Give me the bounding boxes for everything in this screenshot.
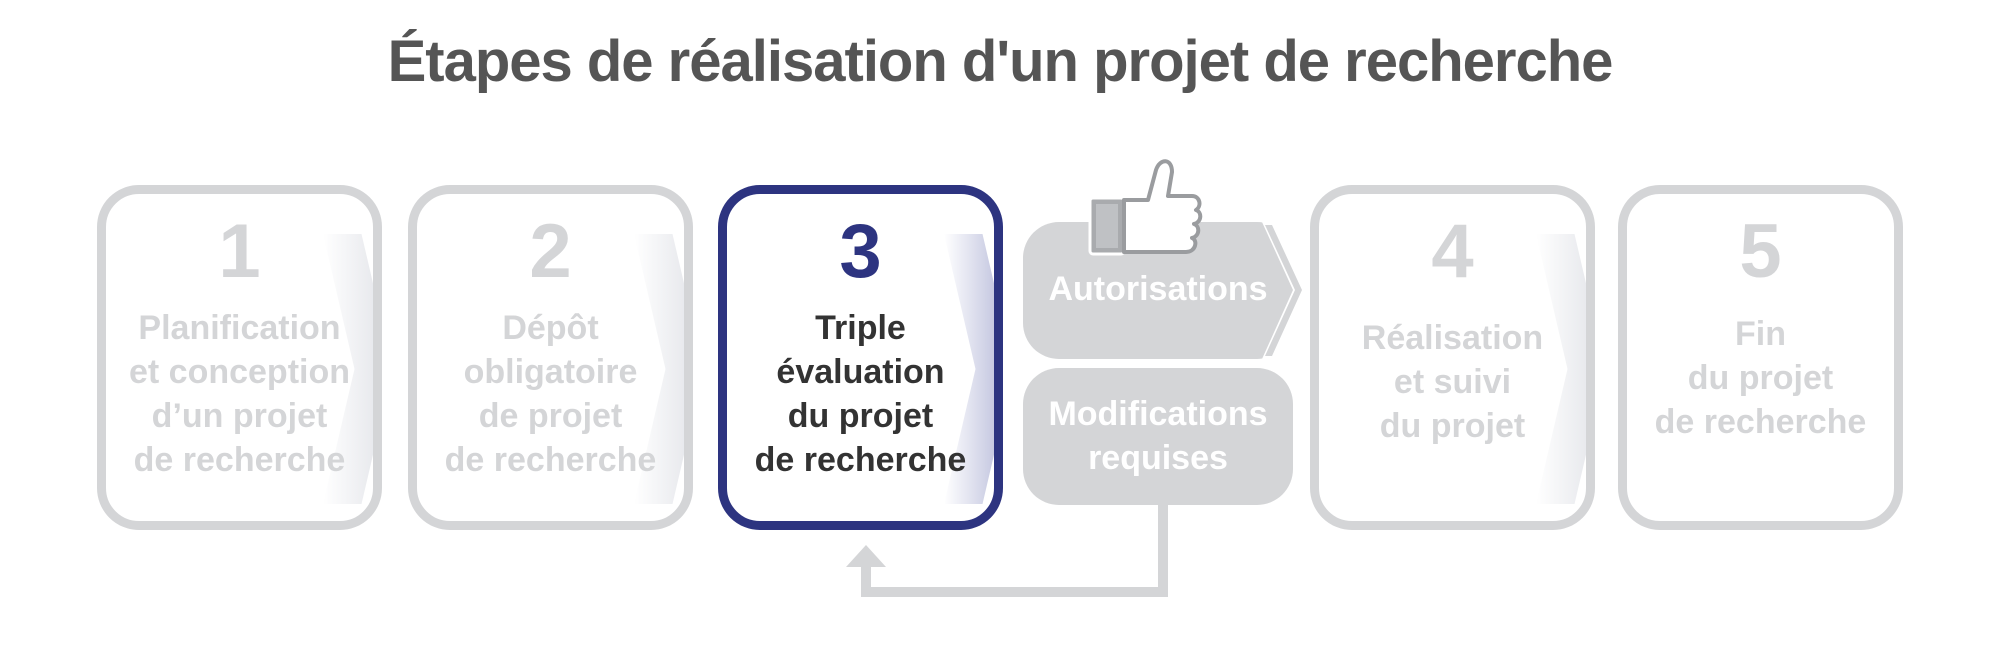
step-label-line: et conception (128, 353, 351, 391)
step-label-line: du projet (1379, 407, 1526, 445)
step-number: 1 (218, 209, 261, 294)
step-card-4: 4 Réalisation et suivi du projet (1310, 185, 1595, 530)
modifications-box: Modifications requises (1023, 368, 1293, 505)
modifications-label-line: requises (1088, 439, 1228, 477)
step-label-line: de recherche (1654, 403, 1867, 441)
step-label-line: obligatoire (463, 353, 638, 391)
step-label: Fin du projet de recherche (1627, 312, 1894, 444)
step-label-line: de recherche (133, 441, 346, 479)
thumbs-up-icon (1088, 159, 1203, 256)
step-label-line: de recherche (444, 441, 657, 479)
step-label-line: de recherche (754, 441, 967, 479)
step-label: Réalisation et suivi du projet (1319, 316, 1586, 448)
step-label-line: du projet (1687, 359, 1834, 397)
feedback-loop-line (861, 505, 1168, 597)
step-label-line: Fin (1735, 315, 1786, 353)
step-label-line: d’un projet (151, 397, 328, 435)
step-label-line: Triple (815, 309, 906, 347)
step-label-line: du projet (787, 397, 934, 435)
authorizations-arrow-notch (1262, 222, 1298, 359)
feedback-arrow-up-icon (846, 545, 886, 567)
step-label-line: Réalisation (1361, 319, 1544, 357)
step-label-line: et suivi (1393, 363, 1512, 401)
step-number: 3 (839, 209, 882, 294)
modifications-label-line: Modifications (1048, 395, 1268, 433)
step-label: Planification et conception d’un projet … (106, 306, 373, 482)
step-number: 4 (1431, 209, 1474, 294)
step-number: 5 (1739, 209, 1782, 294)
step-number: 2 (529, 209, 572, 294)
authorizations-label: Autorisations (1048, 270, 1268, 308)
step-card-2: 2 Dépôt obligatoire de projet de recherc… (408, 185, 693, 530)
diagram-title: Étapes de réalisation d'un projet de rec… (387, 29, 1614, 94)
step-label-line: Planification (138, 309, 341, 347)
step-card-5: 5 Fin du projet de recherche (1618, 185, 1903, 530)
step-label-line: évaluation (776, 353, 945, 391)
step-card-1: 1 Planification et conception d’un proje… (97, 185, 382, 530)
step-label-line: Dépôt (502, 309, 599, 347)
authorizations-arrow-icon (1265, 225, 1302, 356)
step-label: Triple évaluation du projet de recherche (727, 306, 994, 482)
step-card-3-active: 3 Triple évaluation du projet de recherc… (718, 185, 1003, 530)
step-label: Dépôt obligatoire de projet de recherche (417, 306, 684, 482)
step-label-line: de projet (478, 397, 623, 435)
